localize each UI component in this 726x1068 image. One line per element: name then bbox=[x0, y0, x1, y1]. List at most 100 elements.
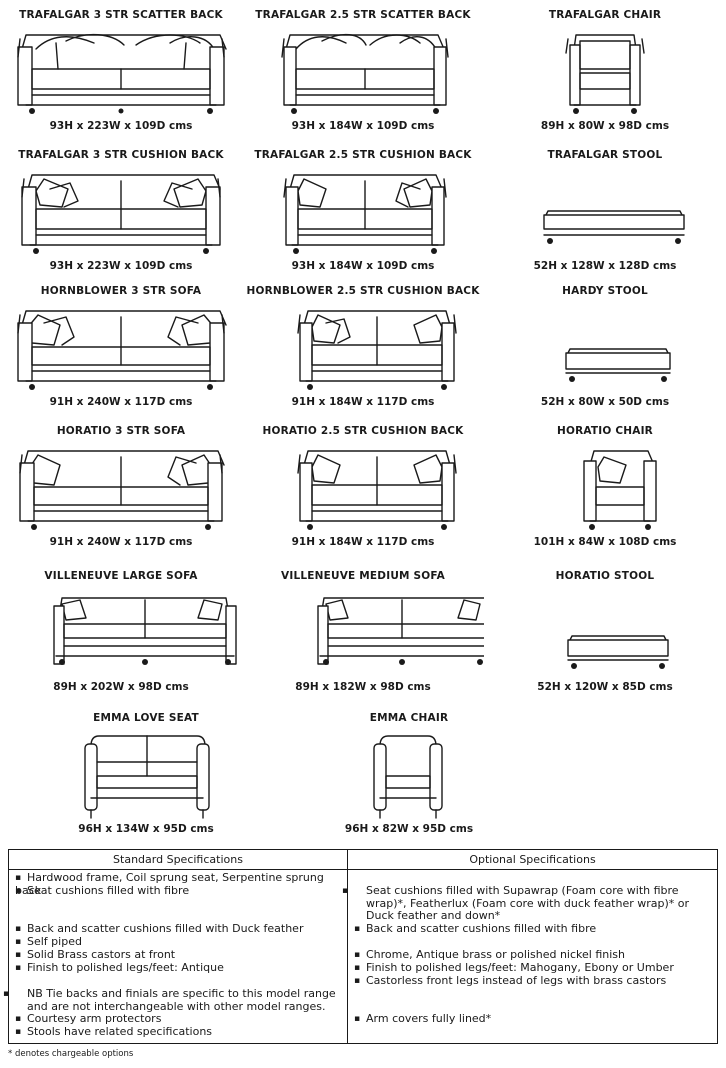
standard-specifications-header: Standard Specifications bbox=[9, 850, 347, 870]
product-name: TRAFALGAR 3 STR CUSHION BACK bbox=[18, 149, 224, 161]
product-name: HORNBLOWER 3 STR SOFA bbox=[40, 285, 202, 297]
product-name: HORATIO 2.5 STR CUSHION BACK bbox=[262, 425, 464, 437]
product-trafalgar-3-cushion: TRAFALGAR 3 STR CUSHION BACK 93H x 223W … bbox=[0, 149, 242, 277]
product-dimensions: 89H x 202W x 98D cms bbox=[53, 681, 189, 693]
sofa-medium-icon bbox=[317, 597, 484, 665]
bullet-icon: ▪ bbox=[354, 963, 361, 973]
product-dimensions: 91H x 184W x 117D cms bbox=[291, 536, 435, 548]
product-trafalgar-stool: TRAFALGAR STOOL 52H x 128W x 128D cms bbox=[484, 149, 726, 277]
product-dimensions: 89H x 80W x 98D cms bbox=[540, 120, 670, 132]
product-villeneuve-medium: VILLENEUVE MEDIUM SOFA 89H x 182W x 98D … bbox=[242, 570, 484, 698]
product-name: EMMA CHAIR bbox=[369, 712, 449, 724]
spec-item: ▪Back and scatter cushions filled with f… bbox=[354, 922, 597, 935]
product-name: TRAFALGAR CHAIR bbox=[548, 9, 662, 21]
product-dimensions: 91H x 184W x 117D cms bbox=[291, 396, 435, 408]
stool-icon bbox=[565, 348, 671, 382]
product-name: EMMA LOVE SEAT bbox=[93, 712, 199, 724]
bullet-icon: ▪ bbox=[15, 1027, 22, 1037]
product-emma-love-seat: EMMA LOVE SEAT 96H x 134W x 95D cms bbox=[25, 712, 267, 840]
product-horatio-25-cushion: HORATIO 2.5 STR CUSHION BACK 91H x 184W … bbox=[242, 425, 484, 553]
bullet-icon: ▪ bbox=[354, 950, 361, 960]
footnote: * denotes chargeable options bbox=[8, 1049, 134, 1059]
product-dimensions: 93H x 184W x 109D cms bbox=[291, 120, 435, 132]
love-seat-icon bbox=[84, 735, 210, 819]
product-dimensions: 93H x 223W x 109D cms bbox=[49, 120, 193, 132]
spec-item: ▪Finish to polished legs/feet: Antique bbox=[15, 961, 224, 974]
bullet-icon: ▪ bbox=[354, 924, 361, 934]
product-name: HORATIO STOOL bbox=[555, 570, 655, 582]
product-trafalgar-chair: TRAFALGAR CHAIR 89H x 80W x 98D cms bbox=[484, 9, 726, 137]
spec-item: ▪Finish to polished legs/feet: Mahogany,… bbox=[354, 961, 674, 974]
bullet-icon: ▪ bbox=[354, 976, 361, 986]
product-hardy-stool: HARDY STOOL 52H x 80W x 50D cms bbox=[484, 285, 726, 413]
product-horatio-stool: HORATIO STOOL 52H x 120W x 85D cms bbox=[484, 570, 726, 698]
bullet-icon: ▪ bbox=[15, 937, 22, 947]
product-name: TRAFALGAR 2.5 STR SCATTER BACK bbox=[255, 9, 471, 21]
product-dimensions: 91H x 240W x 117D cms bbox=[49, 396, 193, 408]
sofa-3-seat-cushion-icon bbox=[21, 174, 221, 254]
bullet-icon: ▪ bbox=[15, 950, 22, 960]
product-dimensions: 93H x 184W x 109D cms bbox=[291, 260, 435, 272]
product-horatio-3-sofa: HORATIO 3 STR SOFA 91H x 240W x 117D cms bbox=[0, 425, 242, 553]
spec-item: ▪Self piped bbox=[15, 935, 82, 948]
armchair-icon bbox=[583, 450, 657, 530]
sofa-3-seat-icon bbox=[19, 450, 225, 530]
bullet-icon: ▪ bbox=[15, 924, 22, 934]
product-trafalgar-3-scatter: TRAFALGAR 3 STR SCATTER BACK 93H x 223W … bbox=[0, 9, 242, 137]
product-dimensions: 93H x 223W x 109D cms bbox=[49, 260, 193, 272]
product-dimensions: 96H x 82W x 95D cms bbox=[344, 823, 474, 835]
product-name: TRAFALGAR 2.5 STR CUSHION BACK bbox=[254, 149, 472, 161]
product-dimensions: 96H x 134W x 95D cms bbox=[78, 823, 214, 835]
spec-item: ▪Chrome, Antique brass or polished nicke… bbox=[354, 948, 625, 961]
product-name: HORATIO CHAIR bbox=[557, 425, 653, 437]
sofa-2-5-seat-cushion-icon bbox=[297, 310, 457, 390]
product-dimensions: 91H x 240W x 117D cms bbox=[49, 536, 193, 548]
product-name: HORNBLOWER 2.5 STR CUSHION BACK bbox=[246, 285, 480, 297]
bullet-icon: ▪ bbox=[342, 886, 349, 896]
product-name: VILLENEUVE LARGE SOFA bbox=[44, 570, 198, 582]
product-trafalgar-25-scatter: TRAFALGAR 2.5 STR SCATTER BACK 93H x 184… bbox=[242, 9, 484, 137]
bullet-icon: ▪ bbox=[354, 1014, 361, 1024]
sofa-2-5-seat-scatter-icon bbox=[281, 34, 449, 114]
spec-item: ▪Seat cushions filled with Supawrap (Foa… bbox=[342, 884, 690, 922]
product-name: HARDY STOOL bbox=[562, 285, 648, 297]
armchair-icon bbox=[373, 735, 443, 819]
product-trafalgar-25-cushion: TRAFALGAR 2.5 STR CUSHION BACK 93H x 184… bbox=[242, 149, 484, 277]
spec-item: ▪Seat cushions filled with fibre bbox=[15, 884, 190, 897]
product-dimensions: 89H x 182W x 98D cms bbox=[295, 681, 431, 693]
specifications-table: Standard Specifications ▪Hardwood frame,… bbox=[3, 849, 718, 1044]
product-emma-chair: EMMA CHAIR 96H x 82W x 95D cms bbox=[288, 712, 530, 840]
bullet-icon: ▪ bbox=[15, 1014, 22, 1024]
product-hornblower-3-sofa: HORNBLOWER 3 STR SOFA 91H x 240W x 117D … bbox=[0, 285, 242, 413]
stool-icon bbox=[567, 635, 669, 669]
product-name: TRAFALGAR 3 STR SCATTER BACK bbox=[19, 9, 223, 21]
standard-specifications-column: Standard Specifications ▪Hardwood frame,… bbox=[3, 850, 348, 1043]
product-name: HORATIO 3 STR SOFA bbox=[56, 425, 186, 437]
bullet-icon: ▪ bbox=[15, 886, 22, 896]
product-horatio-chair: HORATIO CHAIR 101H x 84W x 108D cms bbox=[484, 425, 726, 553]
spec-item: ▪NB Tie backs and finials are specific t… bbox=[3, 987, 336, 1013]
product-dimensions: 52H x 128W x 128D cms bbox=[533, 260, 677, 272]
product-dimensions: 52H x 80W x 50D cms bbox=[540, 396, 670, 408]
product-dimensions: 101H x 84W x 108D cms bbox=[533, 536, 677, 548]
spec-item: ▪Castorless front legs instead of legs w… bbox=[354, 974, 667, 987]
bullet-icon: ▪ bbox=[15, 963, 22, 973]
product-hornblower-25-cushion: HORNBLOWER 2.5 STR CUSHION BACK 91H x 18… bbox=[242, 285, 484, 413]
sofa-large-icon bbox=[53, 597, 237, 665]
spec-item: ▪Courtesy arm protectors bbox=[15, 1012, 162, 1025]
product-name: TRAFALGAR STOOL bbox=[547, 149, 663, 161]
sofa-3-seat-scatter-icon bbox=[17, 33, 227, 114]
bullet-icon: ▪ bbox=[3, 989, 10, 999]
stool-icon bbox=[543, 210, 685, 244]
spec-item: ▪Hardwood frame, Coil sprung seat, Serpe… bbox=[15, 871, 324, 897]
product-dimensions: 52H x 120W x 85D cms bbox=[537, 681, 673, 693]
optional-specifications-column: Optional Specifications ▪Seat cushions f… bbox=[342, 850, 717, 1043]
spec-item: ▪Solid Brass castors at front bbox=[15, 948, 176, 961]
spec-item: ▪Stools have related specifications bbox=[15, 1025, 213, 1038]
spec-item: ▪Arm covers fully lined* bbox=[354, 1012, 492, 1025]
bullet-icon: ▪ bbox=[15, 873, 22, 883]
optional-specifications-header: Optional Specifications bbox=[348, 850, 717, 870]
product-villeneuve-large: VILLENEUVE LARGE SOFA 89H x 202W x 98D c… bbox=[0, 570, 242, 698]
sofa-2-5-seat-cushion-icon bbox=[297, 450, 457, 530]
spec-item: ▪Back and scatter cushions filled with D… bbox=[15, 922, 304, 935]
